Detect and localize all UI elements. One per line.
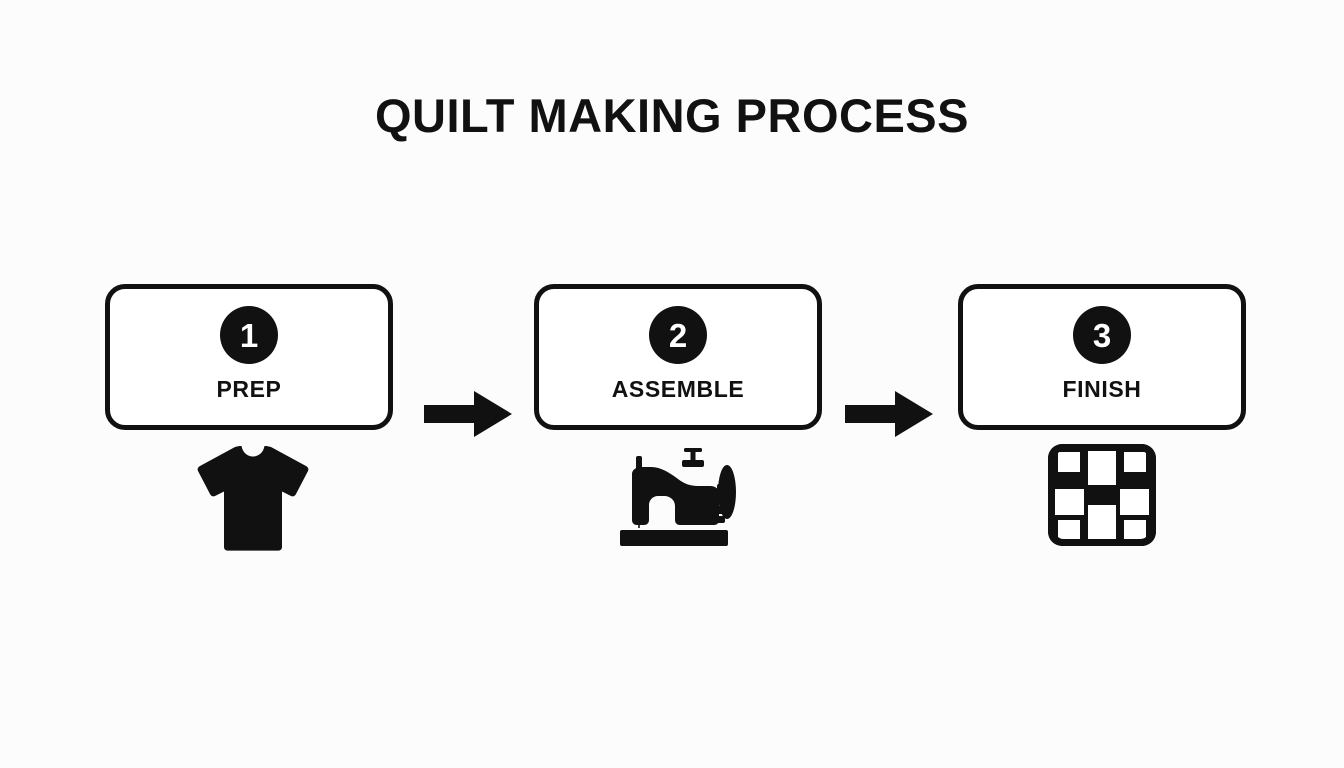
- step-card-1-box[interactable]: 1 PREP: [105, 284, 393, 430]
- step-card-3[interactable]: 3 FINISH: [958, 284, 1246, 430]
- tshirt-icon: [185, 444, 321, 554]
- step-number-badge-3: 3: [1073, 306, 1131, 364]
- step-label-3: FINISH: [1062, 376, 1142, 402]
- step-number-badge-2: 2: [649, 306, 707, 364]
- quilt-block-icon: [1034, 444, 1170, 546]
- step-number-badge-1: 1: [220, 306, 278, 364]
- sewing-machine-icon: [610, 444, 746, 550]
- step-card-3-box[interactable]: 3 FINISH: [958, 284, 1246, 430]
- step-label-1: PREP: [216, 376, 282, 402]
- arrow-right-icon: [424, 391, 512, 437]
- step-card-2[interactable]: 2 ASSEMBLE: [534, 284, 822, 430]
- step-card-2-box[interactable]: 2 ASSEMBLE: [534, 284, 822, 430]
- page-title: QUILT MAKING PROCESS: [374, 89, 970, 142]
- step-card-1[interactable]: 1 PREP: [105, 284, 393, 430]
- step-label-2: ASSEMBLE: [611, 376, 745, 402]
- arrow-right-icon: [845, 391, 933, 437]
